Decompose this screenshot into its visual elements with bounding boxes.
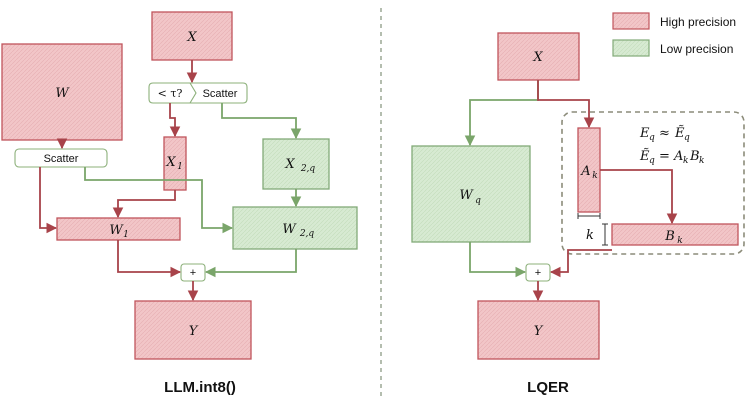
legend-low-label: Low precision: [660, 42, 733, 56]
eq2-b: B: [689, 149, 700, 164]
w-label: W: [55, 86, 70, 101]
legend-low-swatch: [612, 39, 650, 57]
arrow-x-to-ak: [537, 80, 595, 129]
bk-label: B: [664, 229, 675, 244]
threshold-divider: [189, 82, 197, 104]
y-label: Y: [189, 324, 199, 339]
y-block: [134, 300, 252, 360]
ak-subscript: k: [592, 171, 597, 181]
lqer-x-block: [497, 32, 580, 81]
eq1-rel: ≈: [659, 126, 670, 141]
arrow-bk-to-sum: [549, 249, 612, 278]
eq2-a: A: [673, 149, 683, 164]
x1-label: X: [165, 155, 176, 170]
lqer-panel: High precision Low precision X W q A k B…: [411, 12, 745, 396]
w1-label: W: [109, 223, 124, 238]
x-block: [151, 11, 233, 61]
eq1-rhs-sub: q: [684, 133, 690, 143]
llm-int8-caption: LLM.int8(): [164, 379, 236, 396]
w1-subscript: 1: [123, 230, 129, 240]
eq2-a-sub: k: [683, 156, 688, 166]
error-correction-region: [561, 111, 745, 255]
equation-1: E q ≈ Ẽ q: [639, 125, 690, 143]
x1-subscript: 1: [177, 162, 183, 172]
ak-label: A: [580, 164, 590, 179]
k-dim-label: k: [586, 228, 594, 243]
lqer-caption: LQER: [527, 379, 569, 396]
scatter-top-label: Scatter: [203, 88, 238, 100]
arrow-w2q-to-sum: [204, 249, 297, 278]
arrow-scatter-to-w2q: [84, 167, 234, 234]
arrow-x-to-wq: [464, 80, 539, 147]
lqer-x-label: X: [532, 50, 543, 65]
arrow-scatter-to-x2q: [221, 103, 302, 140]
lqer-sum-label: +: [535, 267, 541, 279]
eq2-lhs: Ẽ: [639, 148, 650, 164]
eq2-b-sub: k: [699, 156, 704, 166]
arrow-wq-to-sum: [469, 242, 527, 278]
wq-label: W: [459, 188, 474, 203]
arrow-ak-to-bk: [600, 169, 678, 225]
bk-block: [611, 223, 739, 246]
x-label: X: [186, 30, 197, 45]
w2q-subscript: 2,q: [299, 229, 315, 239]
x2q-label: X: [284, 157, 295, 172]
eq1-e: E: [639, 126, 650, 141]
k-dimension-markers: [577, 213, 608, 246]
bk-subscript: k: [677, 236, 682, 246]
arrow-threshold-to-x1: [169, 103, 181, 138]
scatter-left-label: Scatter: [44, 153, 79, 165]
equation-2: Ẽ q = A k B k: [639, 148, 704, 166]
x2q-block: [262, 138, 330, 190]
sum-label: +: [190, 267, 196, 279]
legend-high-swatch: [612, 12, 650, 30]
llm-int8-panel: X W < τ? Scatter Scatter X 1 X 2,q W 1 W…: [1, 11, 358, 396]
arrow-x1-to-w1: [112, 190, 176, 219]
lqer-y-label: Y: [534, 324, 544, 339]
w-block: [1, 43, 123, 141]
wq-subscript: q: [475, 196, 481, 206]
arrow-w1-to-sum: [117, 240, 182, 278]
eq2-rel: =: [659, 149, 670, 164]
threshold-scatter-pill: [148, 82, 248, 104]
threshold-label: < τ?: [158, 87, 183, 100]
eq2-lhs-sub: q: [649, 156, 655, 166]
eq1-rhs: Ẽ: [674, 125, 685, 141]
legend-high-label: High precision: [660, 15, 736, 29]
x2q-subscript: 2,q: [300, 164, 316, 174]
w2q-block: [232, 206, 358, 250]
w2q-label: W: [282, 222, 297, 237]
lqer-y-block: [477, 300, 600, 360]
eq1-e-sub: q: [649, 133, 655, 143]
arrow-scatter-to-w1: [39, 167, 58, 234]
